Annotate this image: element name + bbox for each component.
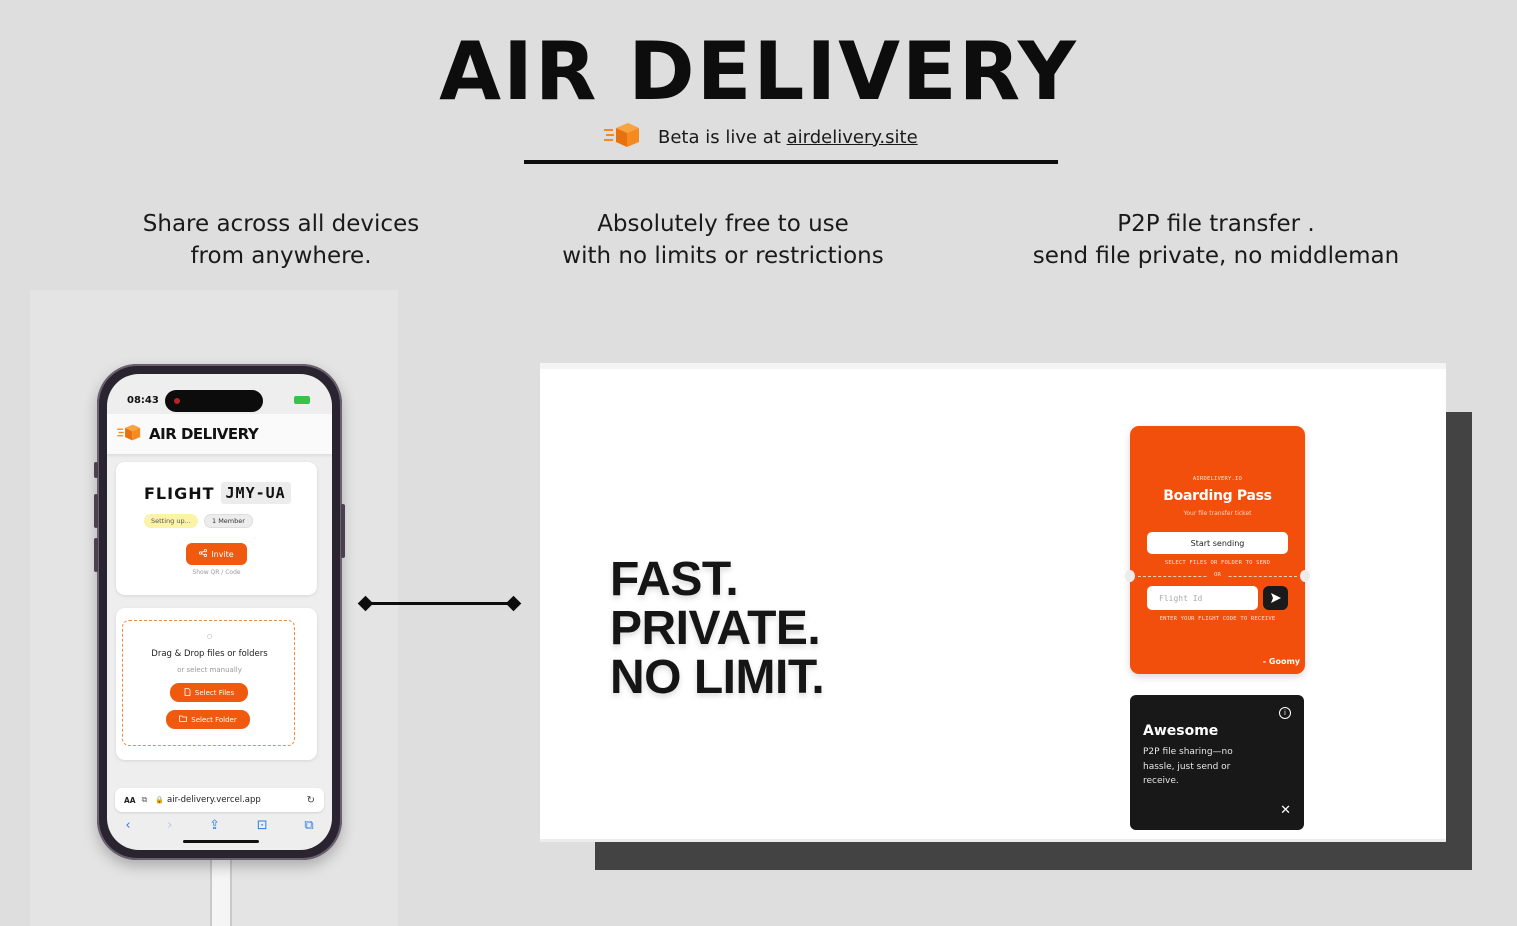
beta-banner: Beta is live at airdelivery.site (604, 122, 918, 152)
start-sending-button[interactable]: Start sending (1147, 532, 1288, 554)
connector-end-right (505, 595, 522, 612)
pass-title: Boarding Pass (1163, 488, 1272, 504)
drop-title: Drag & Drop files or folders (151, 649, 268, 659)
toast-body: P2P file sharing—no hassle, just send or… (1143, 747, 1233, 786)
invite-button[interactable]: Invite (186, 543, 247, 565)
preview-panel-edge (540, 363, 1446, 369)
reload-icon[interactable]: ↻ (306, 794, 315, 806)
feature-line: P2P file transfer . (1117, 211, 1315, 237)
battery-icon (294, 396, 310, 404)
close-icon[interactable]: ✕ (1280, 803, 1291, 818)
page-title: AIR DELIVERY (439, 25, 1078, 118)
slogan-line: NO LIMIT. (610, 651, 825, 704)
phone-side-button (94, 462, 98, 478)
member-badge: 1 Member (204, 514, 253, 528)
charging-cable (210, 852, 232, 926)
phone-power-button (341, 504, 345, 558)
url-text[interactable]: air-delivery.vercel.app (167, 795, 261, 805)
lock-icon: 🔒 (155, 796, 165, 804)
phone-side-button (94, 538, 98, 572)
text-size-button[interactable]: AA (124, 795, 136, 805)
flight-label: FLIGHT (144, 483, 215, 503)
phone-screen: 08:43 AIR DELIVERY FLIGHT JMY-UA (107, 374, 332, 850)
feature-free: Absolutely free to use with no limits or… (553, 208, 893, 272)
app-header: AIR DELIVERY (107, 414, 332, 454)
drop-card: ○ Drag & Drop files or folders or select… (116, 608, 317, 760)
feature-line: Absolutely free to use (597, 211, 849, 237)
send-hint: SELECT FILES OR FOLDER TO SEND (1164, 560, 1271, 566)
feature-p2p: P2P file transfer . send file private, n… (1026, 208, 1406, 272)
slogan: FAST. PRIVATE. NO LIMIT. (610, 553, 825, 704)
slogan-line: PRIVATE. (610, 602, 821, 655)
info-icon[interactable]: i (1279, 707, 1291, 719)
feature-devices: Share across all devices from anywhere. (131, 208, 431, 272)
select-folder-label: Select Folder (191, 715, 237, 724)
pass-signature: - Goomy (1262, 657, 1300, 666)
header-divider (524, 160, 1058, 164)
feature-line: Share across all devices (142, 211, 420, 237)
phone-side-button (94, 494, 98, 528)
delivery-box-icon (604, 122, 640, 152)
upload-icon: ○ (206, 633, 213, 640)
slogan-line: FAST. (610, 553, 739, 606)
send-arrow-icon (1263, 593, 1288, 614)
flight-code[interactable]: JMY-UA (220, 482, 291, 504)
phone-mockup: 08:43 AIR DELIVERY FLIGHT JMY-UA (94, 364, 345, 860)
feature-line: with no limits or restrictions (562, 243, 884, 269)
flight-id-input[interactable]: Flight Id (1147, 586, 1258, 610)
tabs-icon[interactable]: ⧉ (304, 818, 314, 833)
browser-url-bar[interactable]: AA ⧉ 🔒 air-delivery.vercel.app ↻ (115, 788, 324, 812)
select-files-button[interactable]: Select Files (170, 683, 248, 702)
beta-link[interactable]: airdelivery.site (786, 126, 918, 148)
dynamic-island (165, 390, 263, 412)
status-badge: Setting up... (144, 514, 198, 528)
drop-zone[interactable]: ○ Drag & Drop files or folders or select… (122, 620, 295, 746)
file-icon (184, 687, 191, 698)
select-files-label: Select Files (194, 688, 235, 697)
connector-line (365, 602, 514, 605)
flight-card: FLIGHT JMY-UA Setting up... 1 Member Inv… (116, 462, 317, 595)
boarding-pass-card: AIRDELIVERY.IO Boarding Pass Your file t… (1125, 426, 1310, 674)
feature-line: from anywhere. (190, 243, 372, 269)
toast-notification: i Awesome P2P file sharing—no hassle, ju… (1130, 695, 1304, 830)
toast-title: Awesome (1143, 723, 1219, 739)
show-qr-link[interactable]: Show QR / Code (192, 569, 241, 576)
feature-line: send file private, no middleman (1032, 243, 1400, 269)
delivery-box-icon (117, 424, 141, 445)
beta-prefix: Beta is live at (658, 126, 787, 148)
receive-hint: ENTER YOUR FLIGHT CODE TO RECEIVE (1159, 616, 1276, 622)
app-title: AIR DELIVERY (149, 425, 259, 443)
browser-toolbar: ‹ › ⇪ ⊡ ⧉ (107, 818, 332, 833)
folder-icon (179, 715, 188, 724)
pass-notch-left (1125, 570, 1135, 582)
or-label: OR (1207, 572, 1228, 578)
drop-subtitle: or select manually (177, 666, 242, 674)
beta-text: Beta is live at airdelivery.site (658, 127, 918, 148)
home-indicator (183, 840, 259, 843)
status-time: 08:43 (127, 395, 159, 406)
send-button[interactable] (1263, 586, 1288, 610)
share-icon (199, 549, 208, 559)
extension-icon[interactable]: ⧉ (141, 795, 148, 804)
share-icon[interactable]: ⇪ (209, 818, 221, 833)
select-folder-button[interactable]: Select Folder (166, 710, 250, 729)
bookmarks-icon[interactable]: ⊡ (256, 818, 268, 833)
back-icon[interactable]: ‹ (125, 818, 131, 833)
flight-row: FLIGHT JMY-UA (144, 482, 291, 504)
pass-brand: AIRDELIVERY.IO (1192, 476, 1243, 482)
pass-subtitle: Your file transfer ticket (1183, 510, 1252, 517)
forward-icon[interactable]: › (167, 818, 173, 833)
invite-label: Invite (211, 549, 234, 559)
pass-notch-right (1300, 570, 1310, 582)
